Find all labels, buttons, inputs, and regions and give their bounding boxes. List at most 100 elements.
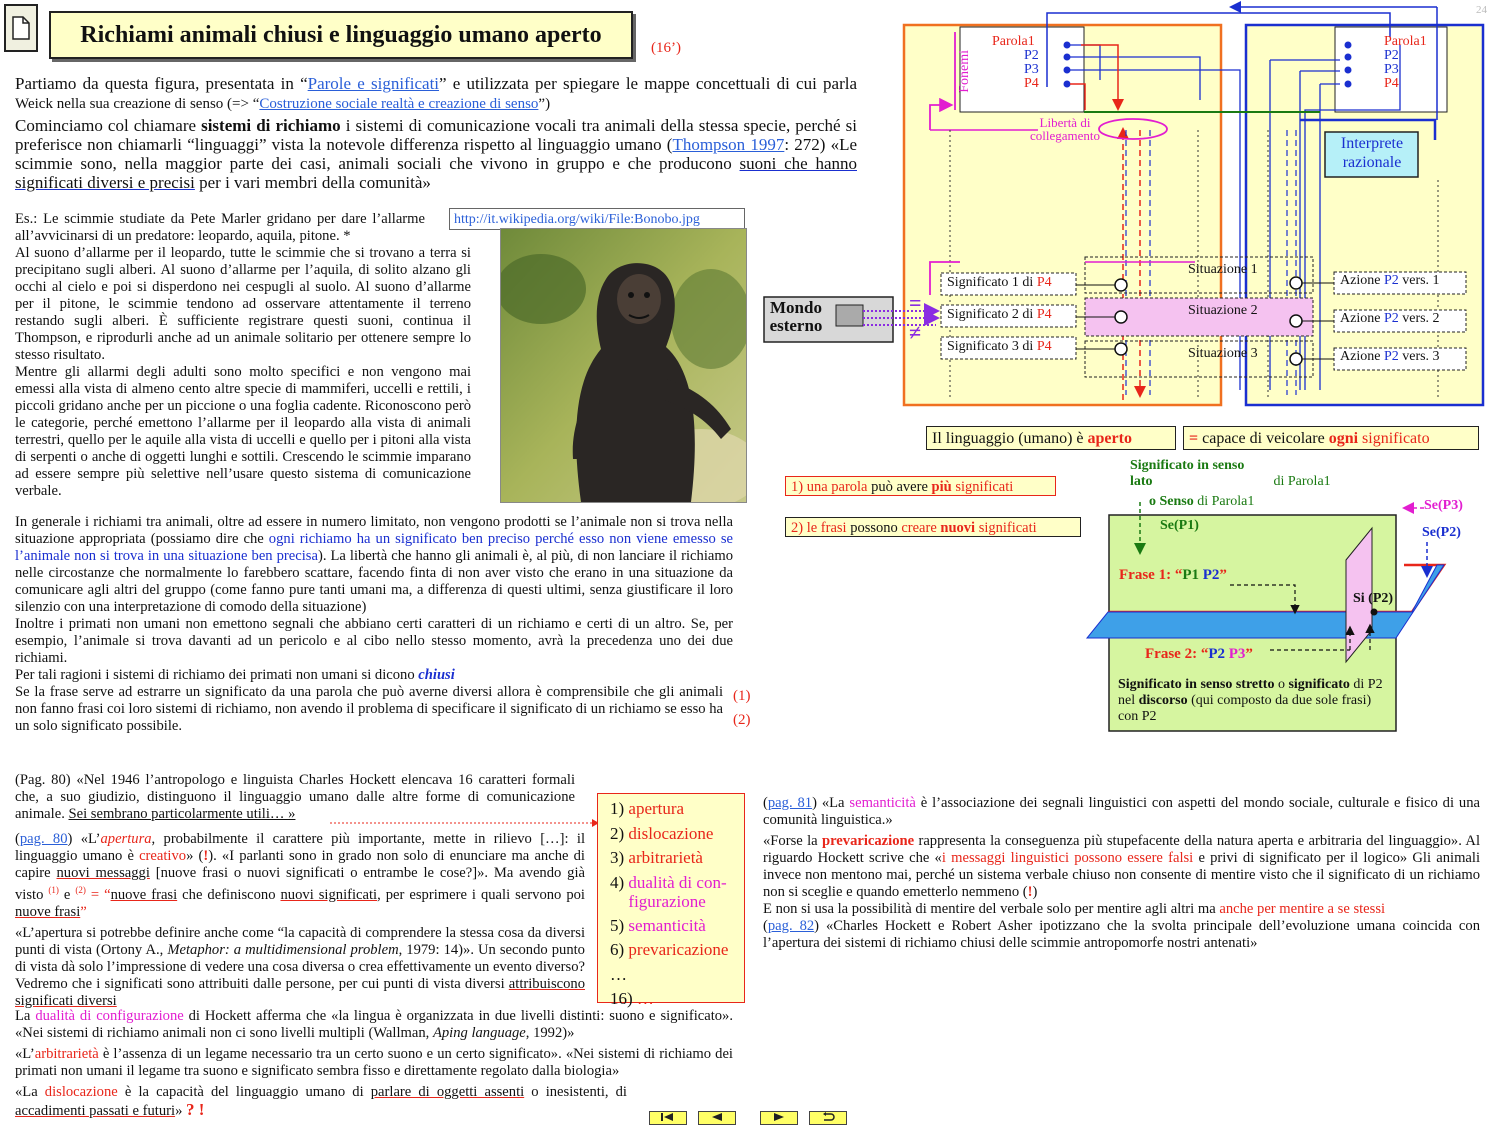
rule-text: significati (951, 479, 1014, 495)
feature-label: semanticità (628, 915, 706, 935)
ref-2: (2) (733, 712, 751, 728)
pag-81-link[interactable]: pag. 81 (767, 795, 813, 811)
cap-eq: = (1189, 430, 1203, 447)
sistemi-richiamo-term: sistemi di richiamo (201, 116, 341, 135)
connector-arrow (330, 819, 599, 827)
arb-text: è l’assenza di un legame necessario tra … (15, 1046, 733, 1079)
dual-text: La (15, 1008, 36, 1024)
liberta-label: Libertà di collegamento (1029, 115, 1101, 143)
sem-text: semanticità (849, 795, 916, 811)
dis-text: dislocazione (44, 1084, 118, 1100)
meaning-text: Significato 2 di (947, 307, 1037, 322)
apertura-text: [nuove frasi o nuovi significati o entra… (15, 865, 585, 903)
meaning-planes-diagram (1085, 502, 1447, 732)
open-text: Il linguaggio (umano) è (932, 430, 1088, 447)
feature-item: … (610, 963, 744, 988)
stretto-text: di P2 nel (1118, 677, 1383, 708)
intro-text: per i vari membri della comunità» (194, 173, 431, 192)
general-text: In generale i richiami tra animali, oltr… (15, 514, 733, 547)
rule-text: 1) una parola (791, 479, 868, 495)
apertura-text: = “ (85, 886, 111, 903)
meaning-1: Significato 1 di P4 (947, 275, 1052, 291)
meaning-word: P4 (1036, 275, 1052, 290)
word-label: P3 (1024, 62, 1039, 77)
cap-ogni: ogni (1328, 430, 1359, 447)
ortony-text: attribuiscono significati diversi (15, 975, 585, 1009)
prev-text: ) (1032, 884, 1038, 900)
dual-text: Aping language (432, 1025, 526, 1041)
frase-text: ” (1219, 567, 1227, 583)
hockett-features-list: 1) apertura 2) dislocazione 3) arbitrari… (597, 793, 745, 1008)
action-word: P2 (1383, 311, 1399, 326)
aperto-term: aperto (1087, 430, 1132, 447)
se-p3-label: Se(P3) (1424, 498, 1463, 513)
se-p1-label: Se(P1) (1160, 518, 1199, 533)
intro-text: Cominciamo col chiamare (15, 116, 202, 135)
dis-text: ? ! (186, 1100, 205, 1119)
parole-significati-link[interactable]: Parole e significati (307, 74, 440, 93)
rule-text: nuovi (940, 520, 976, 536)
si-p2-label: Si (P2) (1353, 591, 1394, 606)
feature-item: 16) … (610, 987, 744, 1012)
sem-text: ) «La (812, 795, 850, 811)
ortony-text: «L’apertura si potrebbe definire anche c… (15, 924, 585, 958)
feature-number: … (610, 964, 627, 984)
duration-label: (16’) (651, 40, 681, 56)
general-text: Inoltre i primati non umani non emettono… (15, 616, 733, 666)
example-intro: Es.: Le scimmie studiate da Pete Marler … (15, 211, 425, 244)
dis-text: «La (15, 1084, 45, 1100)
left-word-list: Parola1 P2 P3 P4 (992, 35, 1039, 91)
prev-page-button[interactable] (698, 1111, 736, 1125)
back-button[interactable] (809, 1111, 847, 1125)
action-1: Azione P2 vers. 1 (1340, 273, 1440, 289)
senso-label: o Senso di Parola1 (1149, 494, 1254, 510)
photo-source-link[interactable]: http://it.wikipedia.org/wiki/File:Bonobo… (449, 208, 745, 230)
costruzione-sociale-link[interactable]: Costruzione sociale realtà e creazione d… (259, 96, 539, 112)
prev-text: prevaricazione (821, 833, 915, 849)
senso-text: di Parola1 (1193, 494, 1255, 509)
stretto-text: Significato in senso stretto (1118, 677, 1275, 692)
general-text: ). La libertà che hanno gli animali è, a… (15, 548, 733, 615)
thompson-link[interactable]: Thompson 1997 (672, 135, 785, 154)
feature-label: prevaricazione (628, 940, 729, 959)
frase-text: P3 (1228, 646, 1246, 662)
meaning-word: P4 (1036, 307, 1052, 322)
feature-label: apertura (628, 799, 685, 818)
document-icon[interactable] (4, 4, 38, 52)
stretto-text: discorso (1138, 693, 1188, 708)
first-page-icon (661, 1113, 673, 1121)
arb-text: «L’ (15, 1046, 35, 1062)
lie-text: E non si usa la possibilità di mentire d… (763, 901, 1220, 917)
hockett-text: Sei sembrano particolarmente utili… » (68, 806, 296, 822)
feature-number: 4) (610, 872, 629, 892)
next-page-button[interactable] (760, 1111, 798, 1125)
prev-text: i messaggi linguistici possono essere fa… (941, 850, 1194, 866)
dis-text: è la capacità del linguaggio umano di (117, 1084, 371, 1100)
first-page-button[interactable] (649, 1111, 687, 1125)
apertura-text: apertura (100, 831, 152, 847)
apertura-text: (2) (75, 885, 86, 895)
feature-number: 5) (610, 915, 629, 935)
rule-text: creare (901, 520, 937, 536)
apertura-text: che definiscono (177, 886, 281, 903)
chiusi-term: chiusi (418, 667, 455, 683)
pag-80-link[interactable]: pag. 80 (19, 831, 68, 847)
senso-text: o Senso (1149, 494, 1194, 509)
prev-text: e privi di significato per il logico» Gl… (763, 850, 1481, 900)
mondo-text: Mondo esterno (769, 298, 823, 335)
feature-number: 3) (610, 848, 629, 867)
pag-82-link[interactable]: pag. 82 (767, 918, 815, 934)
apertura-text: ) «L’ (67, 831, 101, 847)
stretto-text: (qui composto da due sole frasi) con P2 (1118, 693, 1372, 724)
dis-text: o inesistenti, di (524, 1084, 627, 1100)
frase-text: Frase 2 (1145, 646, 1193, 662)
feature-number: 1) (610, 799, 629, 818)
feature-label: … (636, 989, 654, 1008)
se-p2-label: Se(P2) (1422, 525, 1461, 540)
frase-text: : “ (1192, 646, 1209, 662)
apertura-text: nuovi significati (280, 886, 378, 903)
hockett-section: (Pag. 80) «Nel 1946 l’antropologo e ling… (15, 772, 586, 1009)
action-word: P2 (1383, 273, 1399, 288)
highlight-text: suoni che hanno significati diversi e pr… (15, 154, 857, 192)
sig-lato-text: di Parola1 (1270, 474, 1331, 489)
